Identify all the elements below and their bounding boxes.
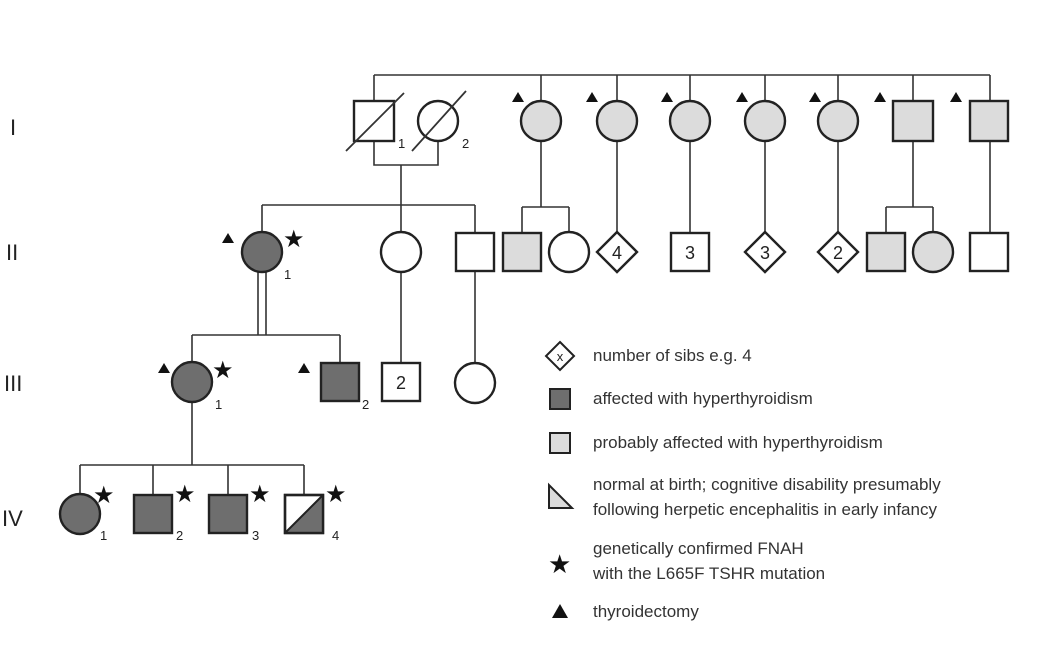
- individual-II-1: ★ 1: [222, 225, 305, 282]
- legend-text-cognitive-line2: following herpetic encephalitis in early…: [593, 500, 937, 519]
- sib-count: 2: [396, 373, 406, 393]
- affected-square-icon: [549, 388, 571, 410]
- thyroidectomy-triangle-icon: [809, 92, 821, 102]
- legend-text-cognitive-line1: normal at birth; cognitive disability pr…: [593, 475, 941, 494]
- generation-label-i: I: [10, 115, 16, 140]
- individual-number: 2: [462, 136, 469, 151]
- individual-number: 2: [176, 528, 183, 543]
- individual-I-s2: [586, 92, 639, 143]
- legend-text-affected: affected with hyperthyroidism: [593, 389, 813, 408]
- individual-I-1: 1: [345, 92, 405, 152]
- individual-III-2: 2: [298, 361, 369, 412]
- individual-II-c6a: [865, 231, 907, 273]
- legend-item-cognitive: normal at birth; cognitive disability pr…: [548, 475, 941, 519]
- triangle-icon: [552, 604, 568, 618]
- confirmed-star-icon: ★: [174, 480, 196, 508]
- thyroidectomy-triangle-icon: [512, 92, 524, 102]
- confirmed-star-icon: ★: [212, 356, 234, 384]
- sibs-symbol-letter: x: [557, 349, 564, 364]
- legend-item-probably-affected: probably affected with hyperthyroidism: [549, 432, 883, 454]
- half-shaded-triangle-icon: [548, 482, 575, 509]
- sib-count: 2: [833, 243, 843, 263]
- confirmed-star-icon: ★: [93, 481, 115, 509]
- individual-I-s5: [809, 92, 860, 143]
- confirmed-star-icon: ★: [325, 480, 347, 508]
- individual-III-3: 2: [380, 361, 422, 403]
- thyroidectomy-triangle-icon: [586, 92, 598, 102]
- sib-count: 3: [685, 243, 695, 263]
- thyroidectomy-triangle-icon: [950, 92, 962, 102]
- individual-II-c4: 3: [743, 230, 787, 274]
- individual-IV-2: ★ 2: [132, 480, 196, 543]
- individual-IV-4: ★ 4: [283, 480, 347, 543]
- individual-IV-1: ★ 1: [58, 481, 115, 543]
- legend-item-confirmed: ★ genetically confirmed FNAH with the L6…: [548, 539, 825, 583]
- individual-I-s1: [512, 92, 563, 143]
- individual-II-3: [454, 231, 496, 273]
- individual-I-s7: [950, 92, 1010, 143]
- individual-number: 3: [252, 528, 259, 543]
- thyroidectomy-triangle-icon: [158, 363, 170, 373]
- generation-label-ii: II: [6, 240, 18, 265]
- individual-III-1: ★ 1: [158, 356, 234, 412]
- individual-number: 1: [100, 528, 107, 543]
- confirmed-star-icon: ★: [283, 225, 305, 253]
- individual-II-c2: 4: [595, 230, 639, 274]
- individual-I-2: 2: [411, 90, 469, 152]
- individual-number: 4: [332, 528, 339, 543]
- legend: x number of sibs e.g. 4 affected with hy…: [544, 340, 941, 621]
- thyroidectomy-triangle-icon: [736, 92, 748, 102]
- star-icon: ★: [548, 550, 571, 580]
- sib-count: 4: [612, 243, 622, 263]
- generation-label-iii: III: [4, 371, 22, 396]
- individual-I-s6: [874, 92, 935, 143]
- individual-II-c1b: [547, 230, 591, 274]
- individual-number: 2: [362, 397, 369, 412]
- legend-text-probably-affected: probably affected with hyperthyroidism: [593, 433, 883, 452]
- relationship-lines: [79, 74, 991, 494]
- individual-II-2: [379, 230, 423, 274]
- legend-item-sibs: x number of sibs e.g. 4: [544, 340, 752, 372]
- individual-II-c5: 2: [816, 230, 860, 274]
- legend-item-affected: affected with hyperthyroidism: [549, 388, 813, 410]
- legend-text-thyroidectomy: thyroidectomy: [593, 602, 699, 621]
- individual-II-c3: 3: [669, 231, 711, 273]
- individual-IV-3: ★ 3: [207, 480, 271, 543]
- individual-I-s3: [661, 92, 712, 143]
- probably-affected-square-icon: [549, 432, 571, 454]
- legend-text-sibs: number of sibs e.g. 4: [593, 346, 752, 365]
- individual-II-c7: [968, 231, 1010, 273]
- thyroidectomy-triangle-icon: [222, 233, 234, 243]
- thyroidectomy-triangle-icon: [661, 92, 673, 102]
- thyroidectomy-triangle-icon: [874, 92, 886, 102]
- sib-count: 3: [760, 243, 770, 263]
- individual-number: 1: [284, 267, 291, 282]
- legend-item-thyroidectomy: thyroidectomy: [552, 602, 699, 621]
- legend-text-confirmed-line1: genetically confirmed FNAH: [593, 539, 804, 558]
- thyroidectomy-triangle-icon: [298, 363, 310, 373]
- individual-III-4: [453, 361, 497, 405]
- confirmed-star-icon: ★: [249, 480, 271, 508]
- individual-number: 1: [215, 397, 222, 412]
- legend-text-confirmed-line2: with the L665F TSHR mutation: [592, 564, 825, 583]
- individual-II-c1a: [501, 231, 543, 273]
- individual-I-s4: [736, 92, 787, 143]
- generation-label-iv: IV: [2, 506, 23, 531]
- individual-number: 1: [398, 136, 405, 151]
- individual-II-c6b: [911, 230, 955, 274]
